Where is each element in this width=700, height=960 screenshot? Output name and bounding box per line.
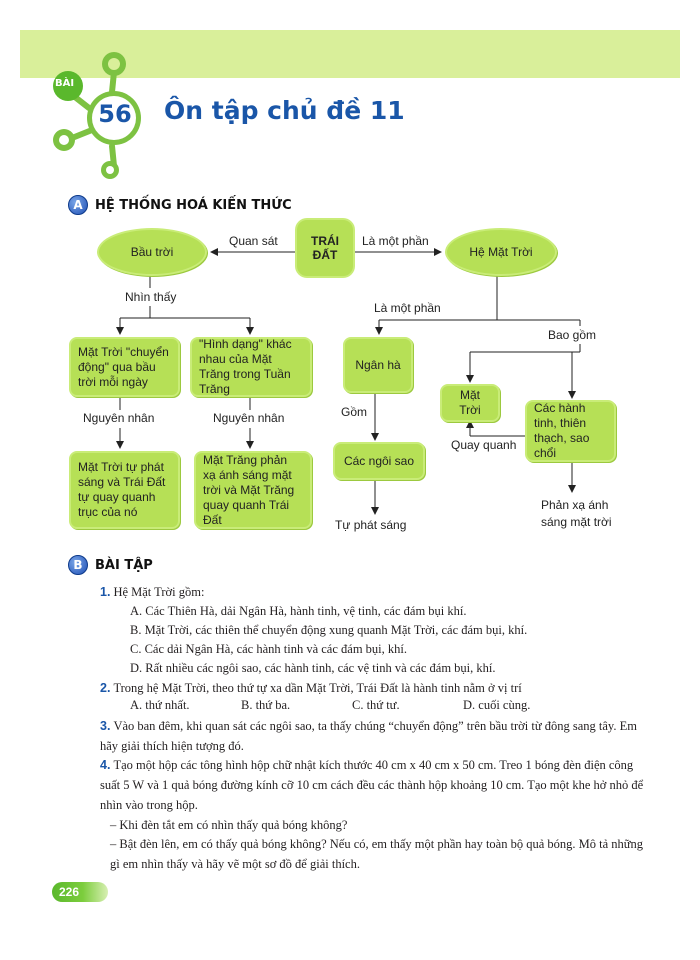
node-cac-ngoi-sao-label: Các ngôi sao: [343, 453, 415, 468]
page-number: 226: [52, 882, 108, 902]
label-quan-sat: Quan sát: [229, 234, 278, 248]
node-mat-troi-label: Mặt Trời: [459, 388, 481, 417]
exercise-2-number: 2.: [100, 681, 111, 695]
exercise-4: 4.Tạo một hộp các tông hình hộp chữ nhật…: [100, 755, 645, 815]
label-bao-gom: Bao gồm: [548, 328, 597, 342]
exercise-1: 1.Hệ Mặt Trời gồm:: [100, 582, 640, 602]
exercise-4-line-1: – Khi đèn tắt em có nhìn thấy quả bóng k…: [110, 818, 348, 832]
label-quay-quanh: Quay quanh: [451, 438, 517, 452]
exercise-3-number: 3.: [100, 719, 111, 733]
section-a-title: HỆ THỐNG HOÁ KIẾN THỨC: [95, 197, 292, 213]
label-nhin-thay: Nhìn thấy: [125, 290, 177, 304]
node-bau-troi-label: Bầu trời: [130, 244, 174, 259]
node-trai-dat: TRÁI ĐẤT: [295, 218, 355, 278]
node-mat-trang-phan-xa: Mặt Trăng phản xạ ánh sáng mặt trời và M…: [194, 451, 312, 529]
section-b-heading: B BÀI TẬP: [68, 555, 153, 575]
node-tu-phat-sang-tu-quay: Mặt Trời tự phát sáng và Trái Đất tự qua…: [69, 451, 180, 529]
exercise-3-text: Vào ban đêm, khi quan sát các ngôi sao, …: [100, 719, 637, 753]
exercise-2-options: A. thứ nhất. B. thứ ba. C. thứ tư. D. cu…: [130, 698, 574, 713]
node-hinh-dang-mat-trang-label: "Hình dạng" khác nhau của Mặt Trăng tron…: [199, 337, 292, 396]
node-cac-hanh-tinh-label: Các hành tinh, thiên thạch, sao chổi: [534, 401, 590, 460]
lesson-number: 56: [98, 100, 132, 128]
exercise-4-line-2: – Bật đèn lên, em có thấy quả bóng không…: [110, 837, 644, 871]
exercise-1-option-b: B. Mặt Trời, các thiên thể chuyển động x…: [130, 623, 528, 637]
node-he-mat-troi-label: Hệ Mặt Trời: [469, 244, 533, 259]
label-tu-phat-sang: Tự phát sáng: [335, 518, 407, 532]
exercise-1-option-a: A. Các Thiên Hà, dải Ngân Hà, hành tinh,…: [130, 604, 467, 618]
exercise-2-option-b: B. thứ ba.: [241, 698, 291, 712]
exercise-2-option-d: D. cuối cùng.: [463, 698, 531, 712]
node-cac-hanh-tinh: Các hành tinh, thiên thạch, sao chổi: [525, 400, 616, 462]
label-nguyen-nhan-2: Nguyên nhân: [213, 411, 285, 425]
section-b-title: BÀI TẬP: [95, 557, 153, 573]
label-la-mot-phan-top: Là một phần: [362, 234, 429, 248]
node-he-mat-troi: Hệ Mặt Trời: [445, 228, 557, 276]
lesson-badge: BÀI 56: [44, 42, 184, 182]
exercise-1-option-d: D. Rất nhiều các ngôi sao, các hành tinh…: [130, 661, 496, 675]
bai-label: BÀI: [55, 78, 75, 89]
label-phan-xa: Phản xạ ánh sáng mặt trời: [541, 498, 612, 529]
header-band: [20, 30, 680, 78]
node-hinh-dang-mat-trang: "Hình dạng" khác nhau của Mặt Trăng tron…: [190, 337, 312, 397]
section-a-badge: A: [68, 195, 88, 215]
node-cac-ngoi-sao: Các ngôi sao: [333, 442, 425, 480]
node-bau-troi: Bầu trời: [97, 228, 207, 276]
exercise-4-number: 4.: [100, 758, 111, 772]
node-mat-troi-chuyen-dong: Mặt Trời "chuyển động" qua bầu trời mỗi …: [69, 337, 180, 397]
label-la-mot-phan-mid: Là một phần: [374, 301, 441, 315]
exercise-2-option-a: A. thứ nhất.: [130, 698, 190, 712]
lesson-title: Ôn tập chủ đề 11: [164, 96, 405, 125]
concept-map-connectors: [116, 248, 581, 515]
label-nguyen-nhan-1: Nguyên nhân: [83, 411, 155, 425]
node-ngan-ha: Ngân hà: [343, 337, 413, 393]
exercise-2-option-c: C. thứ tư.: [352, 698, 400, 712]
exercise-3: 3.Vào ban đêm, khi quan sát các ngôi sao…: [100, 716, 645, 756]
node-tu-phat-sang-tu-quay-label: Mặt Trời tự phát sáng và Trái Đất tự qua…: [78, 460, 166, 519]
exercise-2: 2.Trong hệ Mặt Trời, theo thứ tự xa dần …: [100, 678, 640, 698]
exercise-2-text: Trong hệ Mặt Trời, theo thứ tự xa dần Mặ…: [113, 681, 522, 695]
section-a-heading: A HỆ THỐNG HOÁ KIẾN THỨC: [68, 195, 292, 215]
molecule-icon: [53, 52, 141, 179]
node-mat-troi: Mặt Trời: [440, 384, 500, 422]
node-ngan-ha-label: Ngân hà: [355, 357, 401, 372]
section-b-badge: B: [68, 555, 88, 575]
node-mat-troi-chuyen-dong-label: Mặt Trời "chuyển động" qua bầu trời mỗi …: [78, 344, 169, 389]
exercise-4-text: Tạo một hộp các tông hình hộp chữ nhật k…: [100, 758, 644, 812]
exercise-1-option-c: C. Các dải Ngân Hà, các hành tinh và các…: [130, 642, 407, 656]
label-gom: Gồm: [341, 405, 368, 419]
exercise-1-number: 1.: [100, 585, 111, 599]
node-mat-trang-phan-xa-label: Mặt Trăng phản xạ ánh sáng mặt trời và M…: [203, 452, 295, 527]
exercise-1-text: Hệ Mặt Trời gồm:: [113, 585, 205, 599]
